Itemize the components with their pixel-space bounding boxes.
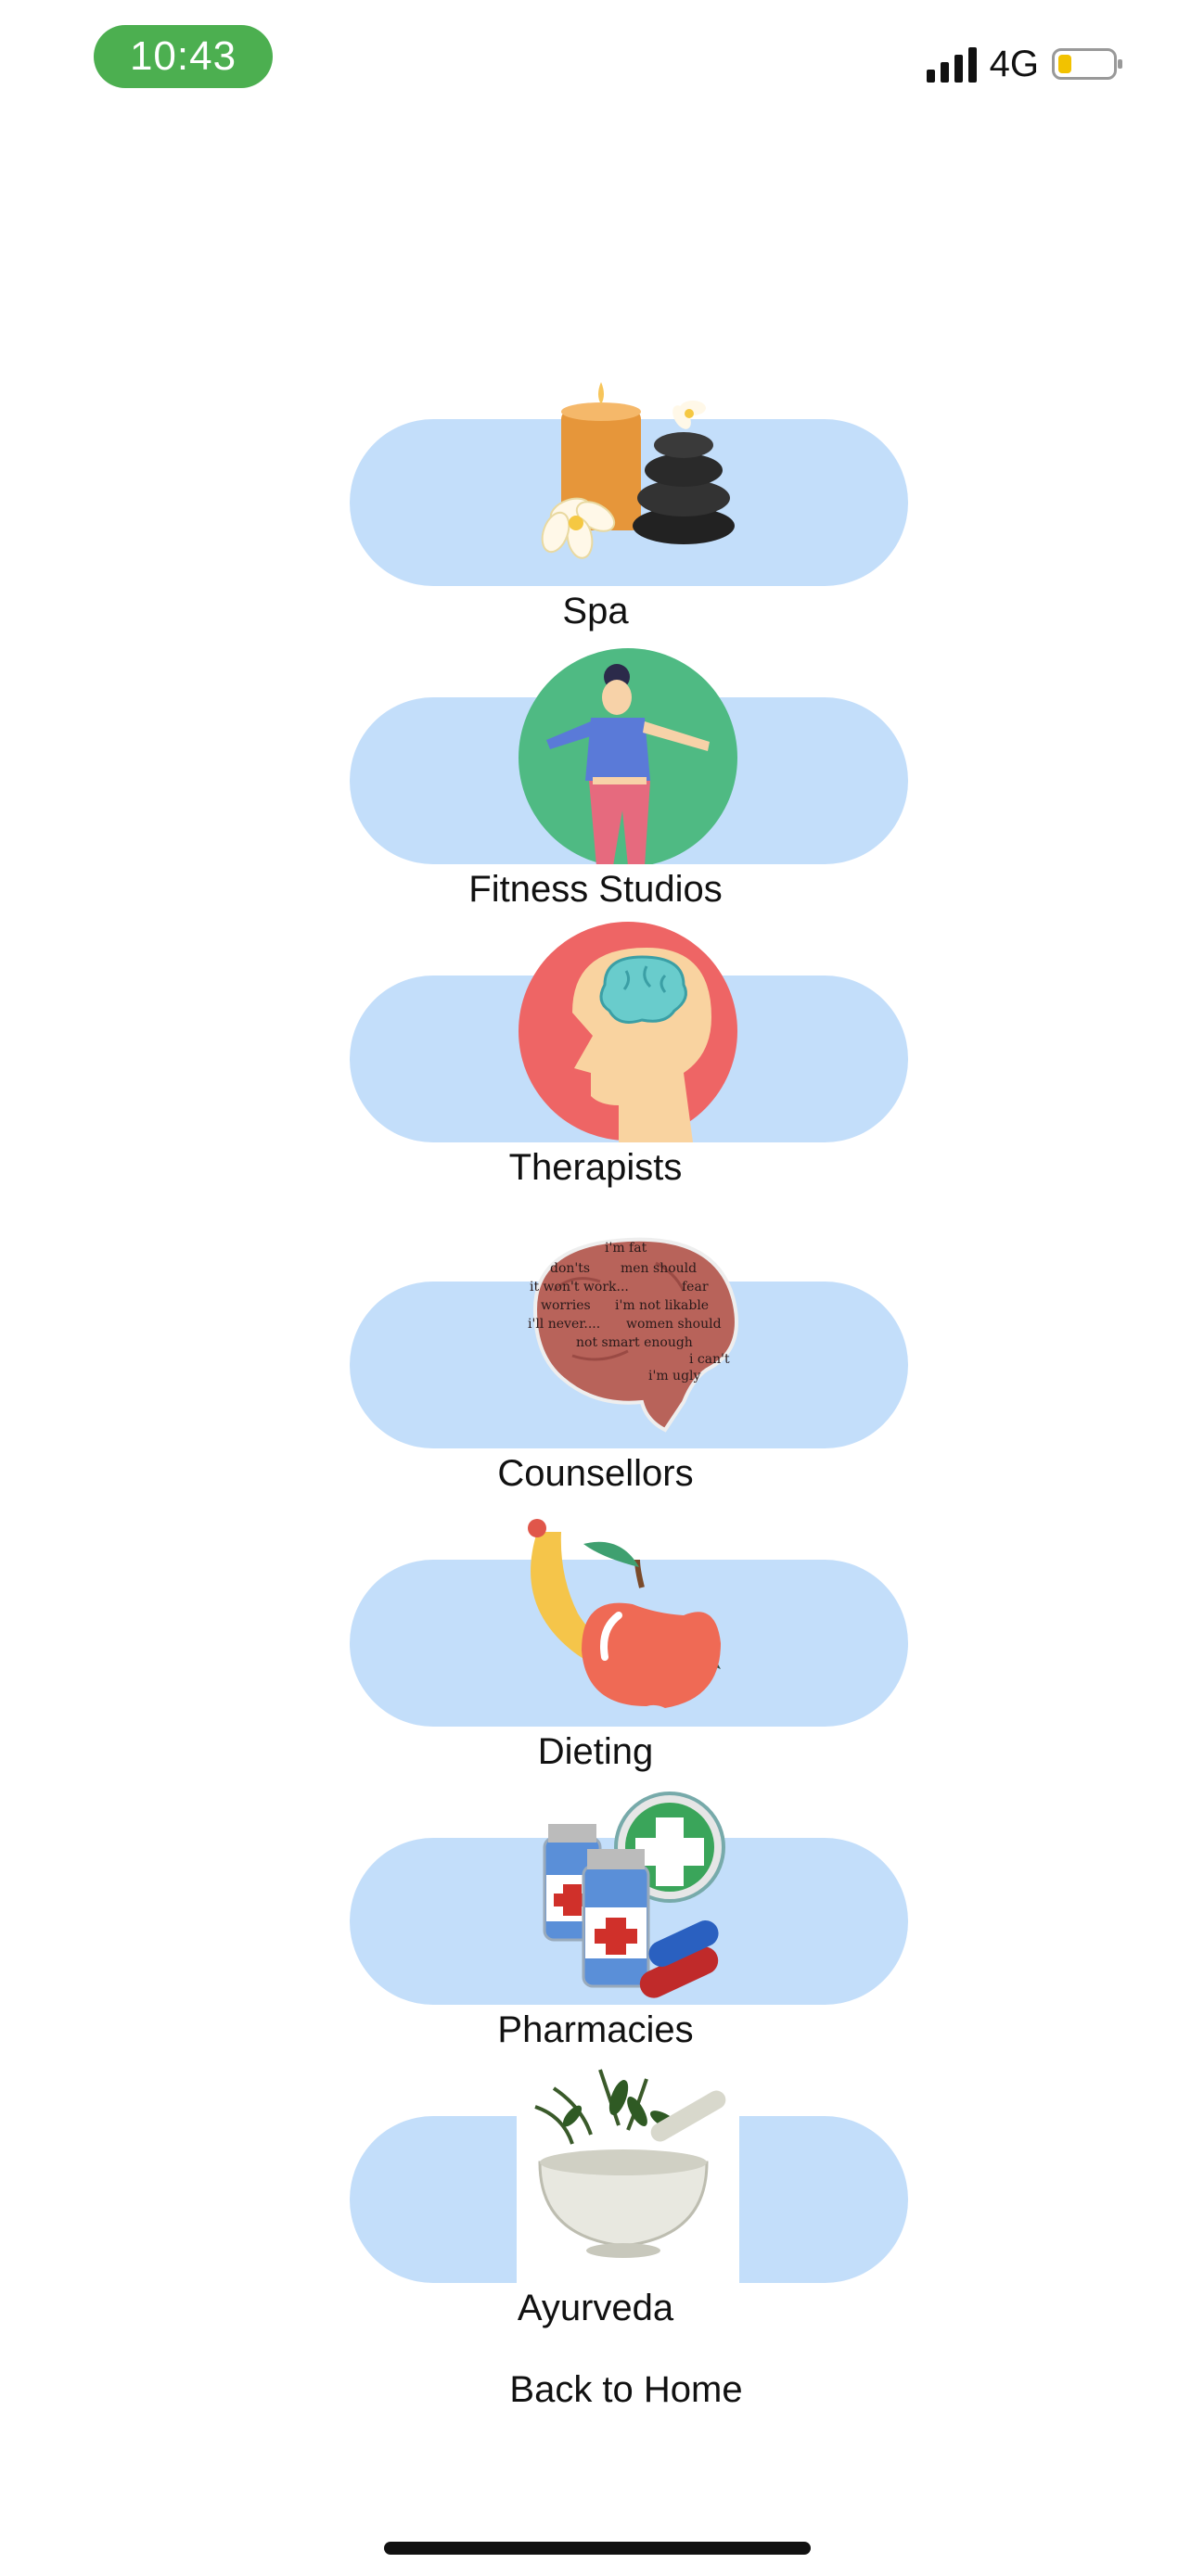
status-indicators: 4G	[926, 41, 1122, 87]
therapist-brain-head-icon	[519, 922, 737, 1142]
category-therapists[interactable]: Therapists	[0, 920, 1191, 1198]
back-to-home-link[interactable]: Back to Home	[509, 2369, 743, 2410]
category-spa[interactable]: Spa	[0, 363, 1191, 642]
svg-text:i'm ugly: i'm ugly	[648, 1369, 701, 1384]
pharmacy-medicine-icon	[543, 1792, 725, 1998]
svg-text:i'll never....: i'll never....	[528, 1317, 600, 1332]
svg-text:i'm not likable: i'm not likable	[615, 1298, 709, 1313]
spa-stones-icon	[541, 382, 735, 559]
svg-text:i'm fat: i'm fat	[605, 1241, 647, 1256]
category-label: Pharmacies	[497, 2009, 694, 2050]
svg-text:not smart enough: not smart enough	[576, 1335, 693, 1350]
status-time: 10:43	[94, 25, 273, 88]
fruit-apple-banana-icon	[528, 1519, 721, 1708]
svg-text:i can't: i can't	[689, 1352, 730, 1367]
category-label: Spa	[562, 591, 629, 631]
category-dieting[interactable]: Dieting	[0, 1504, 1191, 1782]
category-label: Fitness Studios	[468, 869, 723, 910]
home-indicator[interactable]	[384, 2542, 811, 2555]
category-counsellors[interactable]: i'm fat don'ts men should it won't work.…	[0, 1226, 1191, 1504]
category-label: Ayurveda	[517, 2288, 674, 2328]
category-pharmacies[interactable]: Pharmacies	[0, 1782, 1191, 2060]
category-fitness-studios[interactable]: Fitness Studios	[0, 642, 1191, 920]
category-label: Dieting	[537, 1731, 654, 1772]
fitness-person-icon	[519, 648, 737, 864]
counsellor-brain-thoughts-icon: i'm fat don'ts men should it won't work.…	[528, 1237, 738, 1433]
category-ayurveda[interactable]: Ayurveda	[0, 2060, 1191, 2339]
svg-text:men should: men should	[621, 1261, 697, 1276]
svg-text:it won't work...: it won't work...	[530, 1280, 629, 1294]
svg-text:women should: women should	[626, 1317, 722, 1332]
svg-text:fear: fear	[682, 1280, 709, 1294]
category-label: Counsellors	[497, 1453, 694, 1494]
network-type: 4G	[989, 43, 1039, 84]
signal-icon	[926, 45, 977, 83]
battery-icon	[1052, 48, 1122, 80]
category-label: Therapists	[508, 1147, 683, 1188]
ayurveda-mortar-pestle-icon	[517, 2060, 739, 2283]
svg-text:don'ts: don'ts	[550, 1261, 590, 1276]
svg-text:worries: worries	[541, 1298, 591, 1313]
